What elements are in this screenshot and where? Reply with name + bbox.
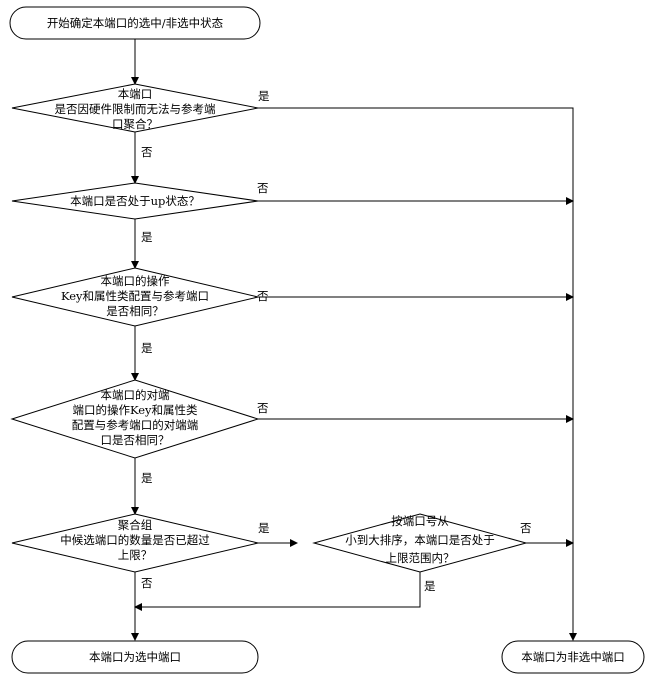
end-unselected-terminator: 本端口为非选中端口 [501, 640, 645, 674]
decision-text-line: 本端口是否处于up状态？ [70, 194, 200, 208]
yes-label: 是 [424, 579, 436, 593]
decision-text-line: 本端口的操作 [101, 274, 170, 288]
connector [258, 107, 577, 641]
connector [134, 572, 421, 611]
decision-text-line: 口聚合？ [112, 117, 158, 131]
start-terminator: 开始确定本端口的选中/非选中状态 [9, 6, 261, 40]
yes-label: 是 [141, 341, 153, 355]
decision-text-line: 中候选端口的数量是否已超过 [60, 533, 210, 547]
yes-label: 是 [258, 521, 270, 535]
yes-label: 是 [141, 471, 153, 485]
decision-text-line: 是否相同？ [106, 304, 164, 318]
decision-peer-port: 本端口的对端 端口的操作Key和属性类 配置与参考端口的对端端 口是否相同？ [10, 379, 260, 459]
yes-label: 是 [258, 89, 270, 103]
start-label: 开始确定本端口的选中/非选中状态 [47, 16, 224, 30]
decision-text-line: 上限？ [118, 548, 153, 562]
no-label: 否 [141, 576, 153, 590]
decision-text-line: 端口的操作Key和属性类 [72, 403, 198, 417]
yes-label: 是 [141, 230, 153, 244]
no-label: 否 [257, 181, 269, 195]
end-selected-terminator: 本端口为选中端口 [11, 640, 259, 674]
decision-text-line: 是否因硬件限制而无法与参考端 [55, 102, 216, 116]
decision-text-line: 聚合组 [118, 518, 153, 532]
decision-operation-key: 本端口的操作 Key和属性类配置与参考端口 是否相同？ [11, 267, 259, 327]
decision-text-line: 口是否相同？ [101, 433, 170, 447]
end-unselected-label: 本端口为非选中端口 [521, 650, 625, 664]
decision-text-line: Key和属性类配置与参考端口 [61, 289, 209, 303]
decision-candidate-count: 聚合组 中候选端口的数量是否已超过 上限？ [11, 513, 259, 573]
end-selected-label: 本端口为选中端口 [89, 650, 181, 664]
decision-text-line: 本端口的对端 [101, 388, 170, 402]
no-label: 否 [257, 401, 269, 415]
no-label: 否 [257, 289, 269, 303]
decision-text-line: 本端口 [118, 87, 153, 101]
decision-text-line: 配置与参考端口的对端端 [72, 418, 199, 432]
decision-hardware-limit: 本端口 是否因硬件限制而无法与参考端 口聚合？ [11, 83, 259, 133]
no-label: 否 [141, 145, 153, 159]
no-label: 否 [520, 521, 532, 535]
decision-text-line: 小到大排序，本端口是否处于 [345, 533, 495, 547]
decision-text-line: 上限范围内？ [386, 551, 455, 565]
decision-port-order: 按端口号从 小到大排序，本端口是否处于 上限范围内？ [312, 513, 528, 573]
decision-text-line: 按端口号从 [391, 514, 449, 528]
decision-up-state: 本端口是否处于up状态？ [11, 182, 259, 220]
